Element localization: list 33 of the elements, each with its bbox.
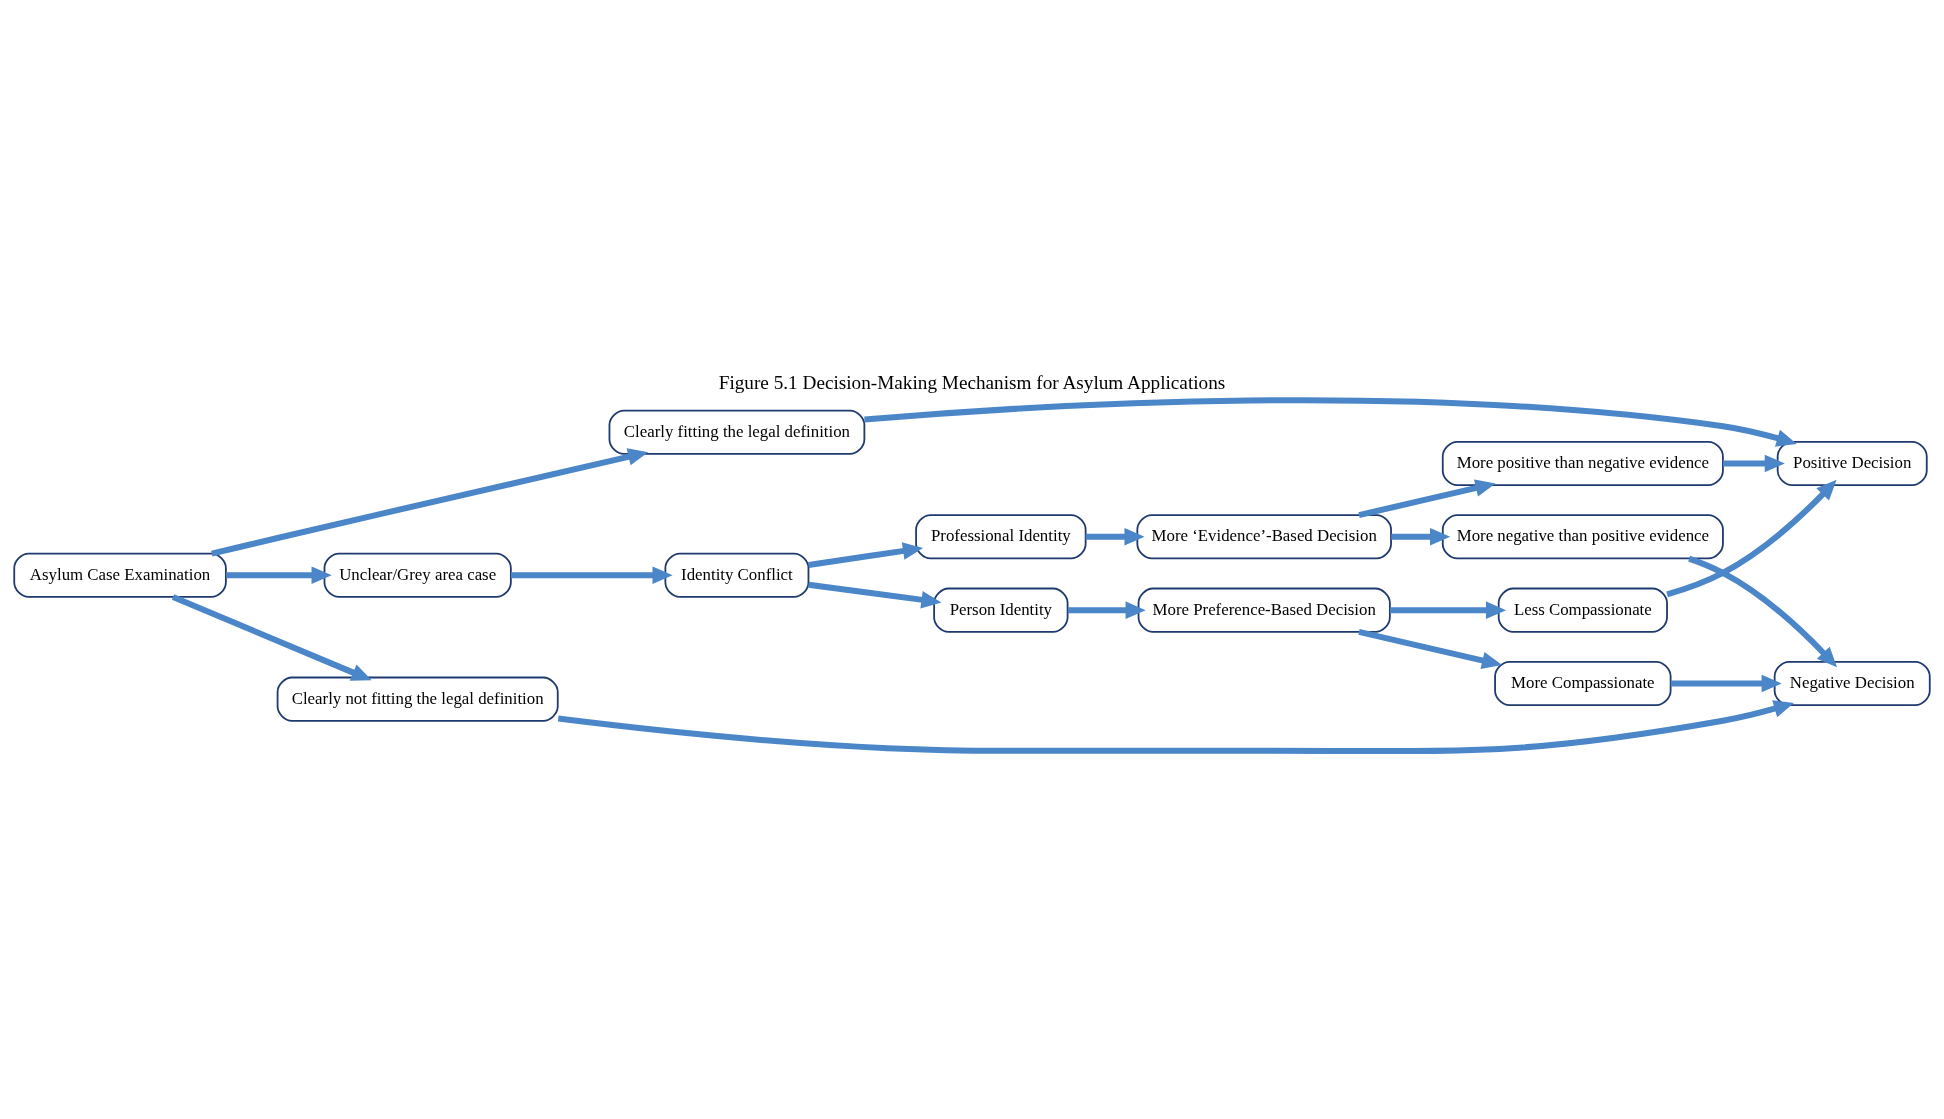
node-box: Asylum Case Examination bbox=[13, 552, 227, 598]
arrow bbox=[1666, 479, 1837, 597]
node-box: Identity Conflict bbox=[664, 552, 810, 598]
arrow bbox=[171, 593, 372, 681]
arrow bbox=[1358, 478, 1496, 518]
node-box: Positive Decision bbox=[1776, 440, 1928, 486]
node-box: Clearly fitting the legal definition bbox=[608, 409, 866, 455]
arrow bbox=[557, 699, 1794, 754]
diagram-title: Figure 5.1 Decision-Making Mechanism for Asylum Applications bbox=[718, 371, 1226, 393]
arrow bbox=[1670, 674, 1782, 692]
node-box: Professional Identity bbox=[915, 513, 1087, 559]
arrow bbox=[808, 581, 942, 608]
node-box: Negative Decision bbox=[1773, 660, 1931, 706]
arrow bbox=[1067, 600, 1146, 619]
arrow bbox=[1391, 527, 1451, 546]
node-box: More Compassionate bbox=[1494, 660, 1672, 706]
arrow bbox=[1085, 527, 1145, 546]
arrow bbox=[1358, 628, 1503, 669]
node-box: More positive than negative evidence bbox=[1441, 440, 1724, 486]
node-box: Person Identity bbox=[933, 587, 1069, 633]
node-box: More negative than positive evidence bbox=[1441, 513, 1724, 559]
node-box: Less Compassionate bbox=[1497, 587, 1668, 633]
arrow bbox=[864, 396, 1797, 447]
arrow bbox=[1389, 600, 1507, 619]
arrow bbox=[510, 566, 673, 584]
arrow bbox=[226, 566, 332, 584]
node-box: More ‘Evidence’-Based Decision bbox=[1136, 513, 1392, 559]
node-box: More Preference-Based Decision bbox=[1137, 587, 1391, 633]
arrow bbox=[1688, 555, 1838, 667]
node-box: Unclear/Grey area case bbox=[323, 552, 512, 598]
arrow bbox=[808, 541, 924, 568]
node-box: Clearly not fitting the legal definition bbox=[276, 676, 559, 722]
arrow bbox=[211, 447, 649, 557]
